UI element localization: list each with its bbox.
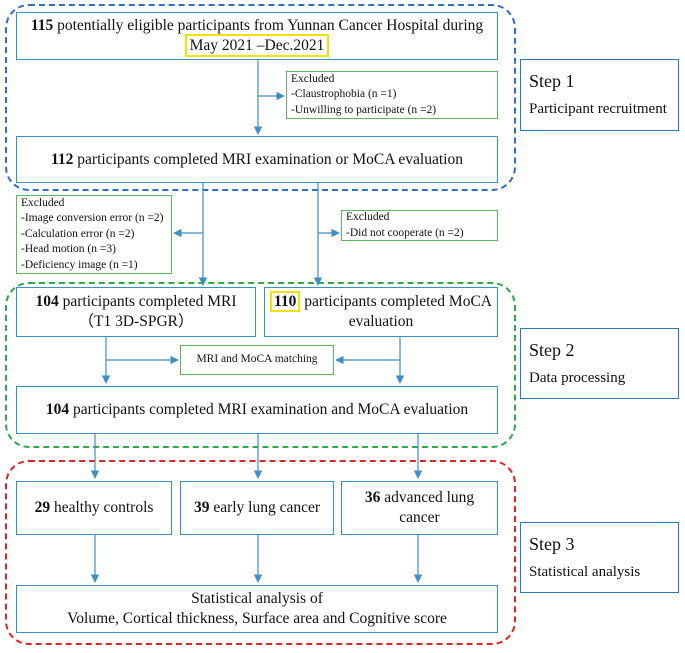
step3-label: Statistical analysis	[529, 563, 641, 580]
matching-label: MRI and MoCA matching	[196, 353, 318, 366]
excluded-item: -Image conversion error (n =2)	[21, 212, 164, 225]
step2-frame	[5, 282, 516, 448]
step3-label-box: Step 3 Statistical analysis	[520, 522, 679, 593]
completed-count: 112	[51, 150, 74, 168]
excluded-recruitment-box: Excluded -Claustrophobia (n =1) -Unwilli…	[286, 71, 498, 119]
matching-box: MRI and MoCA matching	[180, 345, 334, 375]
mri-count: 104	[35, 293, 59, 310]
group-count: 39	[193, 499, 210, 516]
moca-sub: evaluation	[348, 313, 414, 330]
excluded-heading: Excluded	[291, 72, 335, 85]
excluded-heading: Excluded	[346, 211, 390, 223]
moca-completed-box: 110 participants completed MoCA evaluati…	[264, 287, 498, 337]
analysis-line1: Statistical analysis of	[191, 590, 323, 607]
excluded-item: -Deficiency image (n =1)	[21, 258, 138, 271]
analysis-line2: Volume, Cortical thickness, Surface area…	[67, 610, 447, 627]
excluded-heading: Excluded	[21, 196, 65, 209]
excluded-item: -Claustrophobia (n =1)	[291, 88, 397, 101]
step3-title: Step 3	[529, 533, 575, 554]
combined-text: participants completed MRI examination a…	[72, 401, 469, 418]
recruitment-period: May 2021 –Dec.2021	[184, 34, 330, 57]
excluded-item: -Calculation error (n =2)	[21, 227, 135, 240]
eligible-text: potentially eligible participants from Y…	[57, 17, 484, 34]
excluded-mri-box: Excluded -Image conversion error (n =2) …	[16, 195, 172, 274]
eligible-count: 115	[30, 17, 54, 34]
combined-box: 104 participants completed MRI examinati…	[16, 386, 498, 434]
group-advanced-lung-cancer: 36 advanced lung cancer	[341, 481, 498, 535]
mri-sequence: （T1 3D-SPGR）	[78, 313, 194, 330]
mri-text: participants completed MRI	[62, 293, 237, 310]
group-count: 36	[364, 489, 381, 506]
group-count: 29	[34, 499, 51, 516]
excluded-item: -Did not cooperate (n =2)	[346, 226, 464, 239]
group-healthy-controls: 29 healthy controls	[16, 481, 172, 535]
combined-count: 104	[45, 401, 70, 418]
moca-count: 110	[270, 291, 301, 312]
statistical-analysis-box: Statistical analysis of Volume, Cortical…	[16, 585, 498, 633]
group-early-lung-cancer: 39 early lung cancer	[180, 481, 334, 535]
step1-frame	[5, 4, 516, 191]
group-label: healthy controls	[53, 499, 154, 516]
step2-label-box: Step 2 Data processing	[520, 328, 679, 399]
excluded-moca-box: Excluded -Did not cooperate (n =2)	[341, 210, 498, 241]
group-label-continued: cancer	[399, 509, 440, 526]
step2-label: Data processing	[529, 369, 626, 386]
completed-mri-or-moca-box: 112 participants completed MRI examinati…	[16, 136, 498, 183]
excluded-item: -Head motion (n =3)	[21, 243, 116, 256]
mri-completed-box: 104 participants completed MRI （T1 3D-SP…	[16, 287, 256, 337]
step1-label-box: Step 1 Participant recruitment	[520, 59, 679, 131]
excluded-item: -Unwilling to participate (n =2)	[291, 103, 437, 116]
step1-label: Participant recruitment	[529, 101, 667, 117]
step1-title: Step 1	[529, 71, 575, 91]
step3-frame	[5, 460, 516, 645]
eligible-participants-box: 115 potentially eligible participants fr…	[16, 12, 498, 60]
group-label: advanced lung	[384, 489, 475, 506]
moca-text: participants completed MoCA	[304, 293, 492, 310]
group-label: early lung cancer	[213, 499, 321, 516]
completed-text: participants completed MRI examination o…	[77, 150, 463, 168]
step2-title: Step 2	[529, 339, 575, 360]
